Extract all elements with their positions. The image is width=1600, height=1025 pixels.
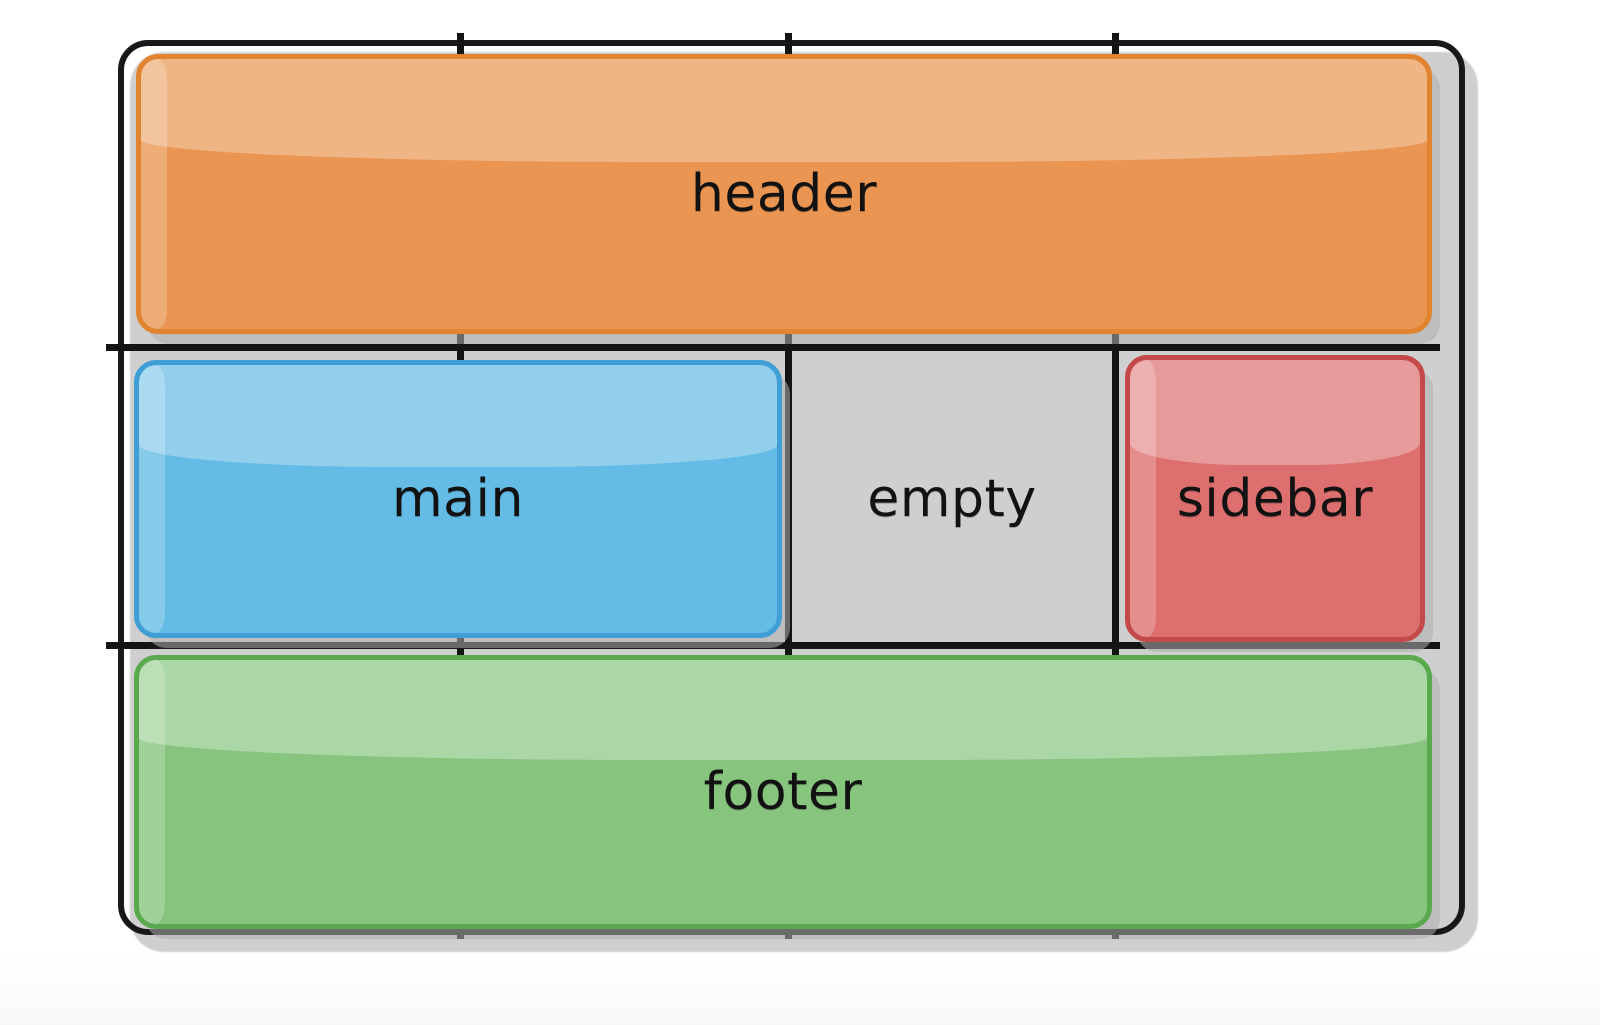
header-label: header — [690, 164, 878, 224]
grid-area-empty[interactable]: empty — [796, 356, 1108, 642]
main-label: main — [392, 469, 524, 529]
empty-label: empty — [867, 469, 1037, 529]
footer-box — [134, 655, 1432, 929]
grid-area-sidebar[interactable]: sidebar — [1125, 355, 1425, 642]
sidebar-label: sidebar — [1176, 468, 1374, 529]
grid-area-header[interactable]: header — [136, 54, 1432, 334]
grid-line-vertical-2 — [785, 33, 792, 939]
footer-label: footer — [703, 762, 863, 822]
header-box — [136, 54, 1432, 334]
grid-line-vertical-3 — [1112, 33, 1119, 939]
main-box — [134, 360, 782, 638]
sidebar-box — [1125, 355, 1425, 642]
grid-area-footer[interactable]: footer — [134, 655, 1432, 929]
grid-line-horizontal-2 — [106, 642, 1440, 649]
grid-line-horizontal-1 — [106, 344, 1440, 351]
grid-area-main[interactable]: main — [134, 360, 782, 638]
